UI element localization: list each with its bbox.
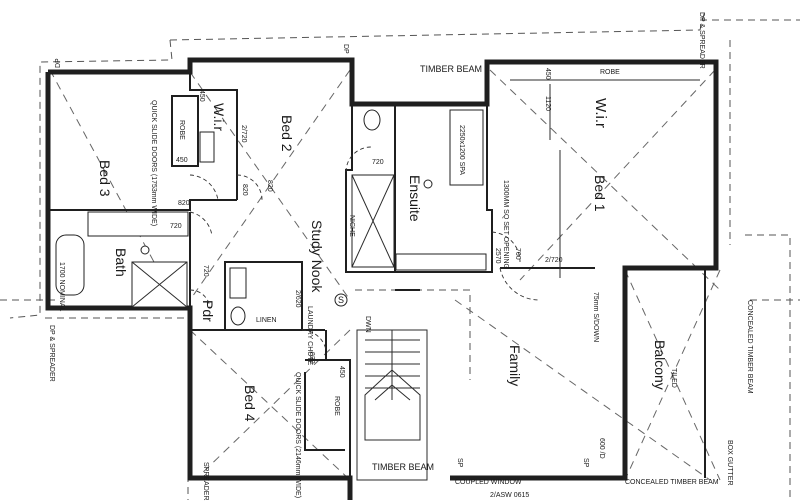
label-concealed-beam-right: CONCEALED TIMBER BEAM [746,300,753,394]
interior-walls [48,72,706,478]
label-laundry-chute: LAUNDRY CHUTE [306,306,313,366]
dim-450-c: 450 [544,68,551,80]
dim-700: 700 [514,248,521,260]
door-swings [189,146,541,351]
dim-450-b: 450 [176,157,188,164]
dim-600: 600 /D [598,438,605,459]
label-bath-dim: 1700 NOMINAL [58,262,65,312]
dim-2-620: 2/620 [294,290,301,308]
label-sp2: SP [582,458,589,468]
label-dp-top-left: DP [55,58,62,68]
label-concealed-beam-bottom: CONCEALED TIMBER BEAM [625,479,719,486]
label-quick-slide-bed4: QUICK SLIDE DOORS (2146mm WIDE) [294,372,301,498]
dim-1120: 1120 [544,96,551,111]
label-smoke: S [338,295,344,305]
room-bed3: Bed 3 [97,160,113,197]
label-quick-slide-bed3: QUICK SLIDE DOORS (1753mm WIDE) [150,100,157,226]
dim-820-d: 820 [266,180,273,192]
wir-shelf [199,131,215,163]
label-spa: 2250x1200 SPA [458,125,465,175]
room-bath: Bath [113,248,129,277]
label-niche: NICHE [348,215,355,237]
label-bottom-window: 2/ASW 0615 [490,492,529,499]
fixtures [55,109,487,326]
label-dp-bottom-left: SPREADER [202,462,209,501]
room-ensuite: Ensuite [407,175,423,222]
room-labels: Bed 3 Bed 2 W.i.r Bath Ensuite Bed 1 W.i… [97,98,677,422]
ensuite-vanity [395,253,487,271]
label-dwn: DWN [364,316,371,333]
room-pdr: Pdr [200,300,216,322]
powder-basin [229,267,247,299]
room-wir-small: W.i.r [211,103,227,131]
label-robe-bed4: ROBE [333,396,340,416]
dim-720-e: 2/720 [545,257,563,264]
annotations: TIMBER BEAM TIMBER BEAM ROBE ROBE ROBE Q… [48,12,753,501]
label-dp-top-right: DP & SPREADER [698,12,705,69]
label-robe-top: ROBE [600,69,620,76]
dimension-labels: 450 450 450 450 2/720 720 720 720 2/720 … [170,68,605,459]
room-study-nook: Study Nook [309,220,325,293]
label-timber-beam-top: TIMBER BEAM [420,64,482,74]
smoke-detector-circle [334,293,348,307]
dim-820-c: 820 [308,352,315,364]
bath-light [140,245,150,255]
room-tiled: TILED [670,368,677,388]
ensuite-toilet [363,109,381,131]
room-wir-large: W.i.r [592,98,609,128]
label-coupled-window: COUPLED WINDOW [455,479,522,486]
dim-820-b: 820 [178,200,190,207]
room-bed1: Bed 1 [592,175,608,212]
room-bed2: Bed 2 [279,115,295,152]
label-timber-beam-bottom: TIMBER BEAM [372,462,434,472]
dim-450-a: 450 [198,90,205,102]
room-family: Family [507,345,523,386]
bathtub [55,234,85,296]
dim-250: 2570 [494,248,501,264]
dim-720-a: 2/720 [240,125,247,143]
label-set-opening: 1300MM SQ SET OPENING [502,180,509,269]
powder-toilet [230,306,246,326]
dim-720-d: 720 [202,265,209,277]
spa-bath [449,109,484,186]
label-linen: LINEN [256,317,277,324]
dim-820-a: 820 [241,184,248,196]
ensuite-light [423,179,433,189]
room-bed4: Bed 4 [242,385,258,422]
dim-720-c: 720 [170,223,182,230]
dim-720-b: 720 [372,159,384,166]
room-balcony: Balcony [652,340,668,390]
bath-vanity [87,211,189,237]
label-down: 75mm S/DOWN [592,292,599,342]
dim-450-bed4: 450 [338,366,345,378]
stairs [356,329,428,481]
label-robe-bed3: ROBE [178,120,185,140]
label-dp-bed2: DP [342,44,349,54]
label-sp1: SP [456,458,463,468]
label-box-gutter: BOX GUTTER [726,440,733,486]
label-dp-left: DP & SPREADER [48,325,55,382]
